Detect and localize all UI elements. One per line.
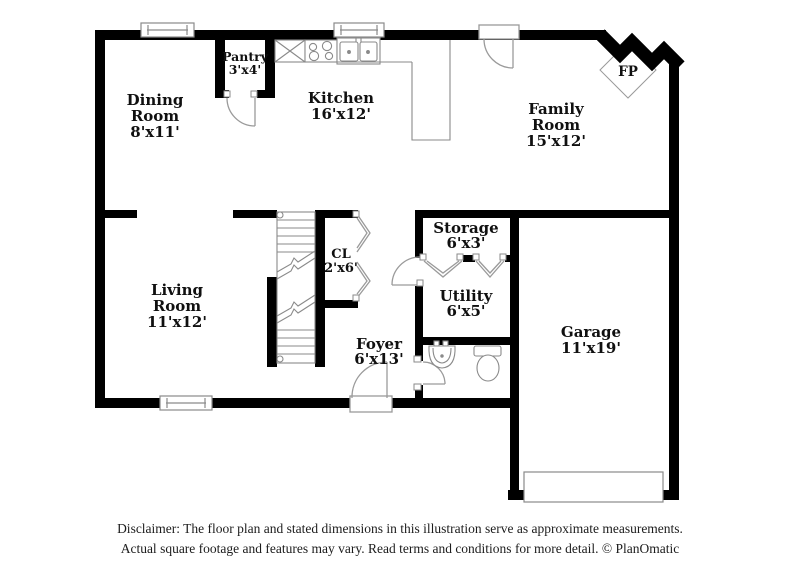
svg-text:15'x12': 15'x12' <box>526 132 586 150</box>
staircase <box>276 211 316 364</box>
wall-bottom-left <box>95 398 162 408</box>
svg-text:Kitchen: Kitchen <box>308 89 374 107</box>
label-closet: CL 2'x6' <box>324 247 358 276</box>
bath-door <box>422 361 446 385</box>
bath-sink-icon <box>428 340 456 369</box>
wall-fireplace-corner <box>595 29 685 72</box>
wall-stairs-right <box>315 210 325 367</box>
stair-treads-lower <box>277 329 315 355</box>
kitchen-fixtures <box>274 37 451 141</box>
wall-pantry-right <box>265 40 275 98</box>
windows <box>140 22 664 503</box>
svg-text:Living: Living <box>151 281 204 299</box>
stair-newel-bottom <box>276 355 284 363</box>
label-family-room: Family Room 15'x12' <box>526 100 586 150</box>
svg-text:6'x5': 6'x5' <box>446 302 485 320</box>
wall-mid-d <box>415 210 678 218</box>
window-kitchen <box>333 22 385 38</box>
disclaimer-line-1: Disclaimer: The floor plan and stated di… <box>117 521 683 536</box>
wall-mid-a <box>95 210 137 218</box>
wall-pantry-left <box>215 40 225 98</box>
svg-text:11'x12': 11'x12' <box>147 313 207 331</box>
wall-storage-left <box>415 210 423 258</box>
label-pantry: Pantry 3'x4' <box>222 49 269 77</box>
svg-text:3'x4': 3'x4' <box>229 62 262 77</box>
wall-left <box>95 30 105 408</box>
svg-text:Room: Room <box>131 107 179 125</box>
svg-text:8'x11': 8'x11' <box>130 123 179 141</box>
wall-bath-left-bottom <box>415 385 423 398</box>
svg-text:11'x19': 11'x19' <box>561 339 621 357</box>
entry-door-family <box>478 24 520 69</box>
svg-text:Storage: Storage <box>433 219 498 237</box>
svg-text:16'x12': 16'x12' <box>311 105 371 123</box>
svg-text:Dining: Dining <box>127 91 184 109</box>
window-dining <box>140 22 195 38</box>
label-storage: Storage 6'x3' <box>433 219 498 252</box>
wall-bath-left-top <box>415 337 423 361</box>
doors <box>223 24 520 413</box>
label-garage: Garage 11'x19' <box>561 323 621 357</box>
wall-bottom-right <box>390 398 518 408</box>
wall-pantry-bottom-r <box>257 90 275 98</box>
window-living <box>159 395 213 411</box>
bathroom-fixtures <box>428 340 502 382</box>
dishwasher-icon <box>274 39 306 63</box>
disclaimer-line-2: Actual square footage and features may v… <box>121 541 680 556</box>
wall-utility-left <box>415 286 423 345</box>
wall-stairs-left <box>267 277 277 367</box>
svg-text:Utility: Utility <box>440 287 494 305</box>
wall-bottom-mid <box>210 398 352 408</box>
closet-bifold-doors <box>356 213 371 299</box>
wall-storage-divider-right <box>505 255 515 262</box>
utility-door <box>391 256 421 286</box>
stair-newel-top <box>276 211 284 219</box>
wall-closet-bottom <box>315 300 358 308</box>
door-jambs <box>223 90 507 391</box>
stair-treads-upper <box>277 219 315 253</box>
disclaimer: Disclaimer: The floor plan and stated di… <box>117 521 683 556</box>
label-fireplace: FP <box>618 64 638 80</box>
wall-storage-divider-mid <box>463 255 475 262</box>
label-dining-room: Dining Room 8'x11' <box>127 91 184 141</box>
svg-text:FP: FP <box>618 64 638 80</box>
svg-text:CL: CL <box>331 247 351 262</box>
label-foyer: Foyer 6'x13' <box>354 335 403 368</box>
label-utility: Utility 6'x5' <box>440 287 494 320</box>
wall-mid-c <box>315 210 358 218</box>
wall-right <box>669 58 679 500</box>
wall-mid-b <box>233 210 277 218</box>
svg-text:2'x6': 2'x6' <box>324 261 358 276</box>
kitchen-sink-icon <box>336 37 381 65</box>
label-living-room: Living Room 11'x12' <box>147 281 207 331</box>
svg-text:Pantry: Pantry <box>222 49 269 64</box>
svg-text:Room: Room <box>532 116 580 134</box>
wall-garage-left <box>510 210 519 500</box>
label-kitchen: Kitchen 16'x12' <box>308 89 374 123</box>
wall-pantry-bottom-l <box>215 90 229 98</box>
stove-icon <box>304 39 338 63</box>
kitchen-counter <box>275 40 451 141</box>
svg-text:6'x3': 6'x3' <box>446 234 485 252</box>
svg-text:6'x13': 6'x13' <box>354 350 403 368</box>
svg-text:Room: Room <box>153 297 201 315</box>
pantry-door <box>226 97 256 127</box>
garage-door <box>523 471 664 503</box>
svg-text:Family: Family <box>528 100 585 118</box>
stair-break-lines <box>276 250 316 324</box>
svg-text:Garage: Garage <box>561 323 621 341</box>
storage-bifold-doors <box>423 260 505 278</box>
svg-text:Foyer: Foyer <box>356 335 403 353</box>
toilet-icon <box>473 345 502 382</box>
front-door <box>349 361 393 413</box>
walls <box>95 29 685 500</box>
wall-utility-bottom <box>415 337 519 345</box>
